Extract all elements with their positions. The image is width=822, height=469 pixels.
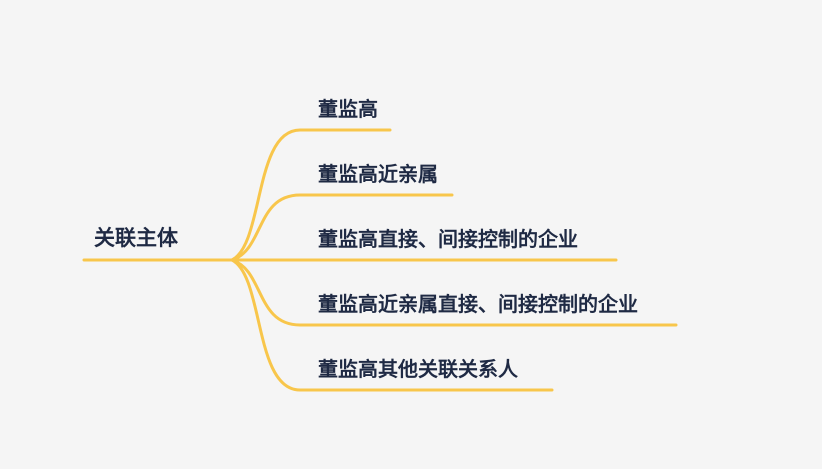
branch-child-4 (230, 258, 678, 327)
root-node[interactable]: 关联主体 (94, 227, 178, 250)
branch-child-1 (230, 128, 392, 262)
child-node-4[interactable]: 董监高近亲属直接、间接控制的企业 (318, 294, 638, 316)
child-node-2[interactable]: 董监高近亲属 (318, 164, 438, 186)
child-node-1[interactable]: 董监高 (318, 99, 378, 121)
branch-child-5 (230, 258, 554, 392)
child-node-3[interactable]: 董监高直接、间接控制的企业 (318, 229, 578, 251)
child-node-5[interactable]: 董监高其他关联关系人 (318, 359, 518, 381)
branch-child-2 (230, 193, 454, 262)
